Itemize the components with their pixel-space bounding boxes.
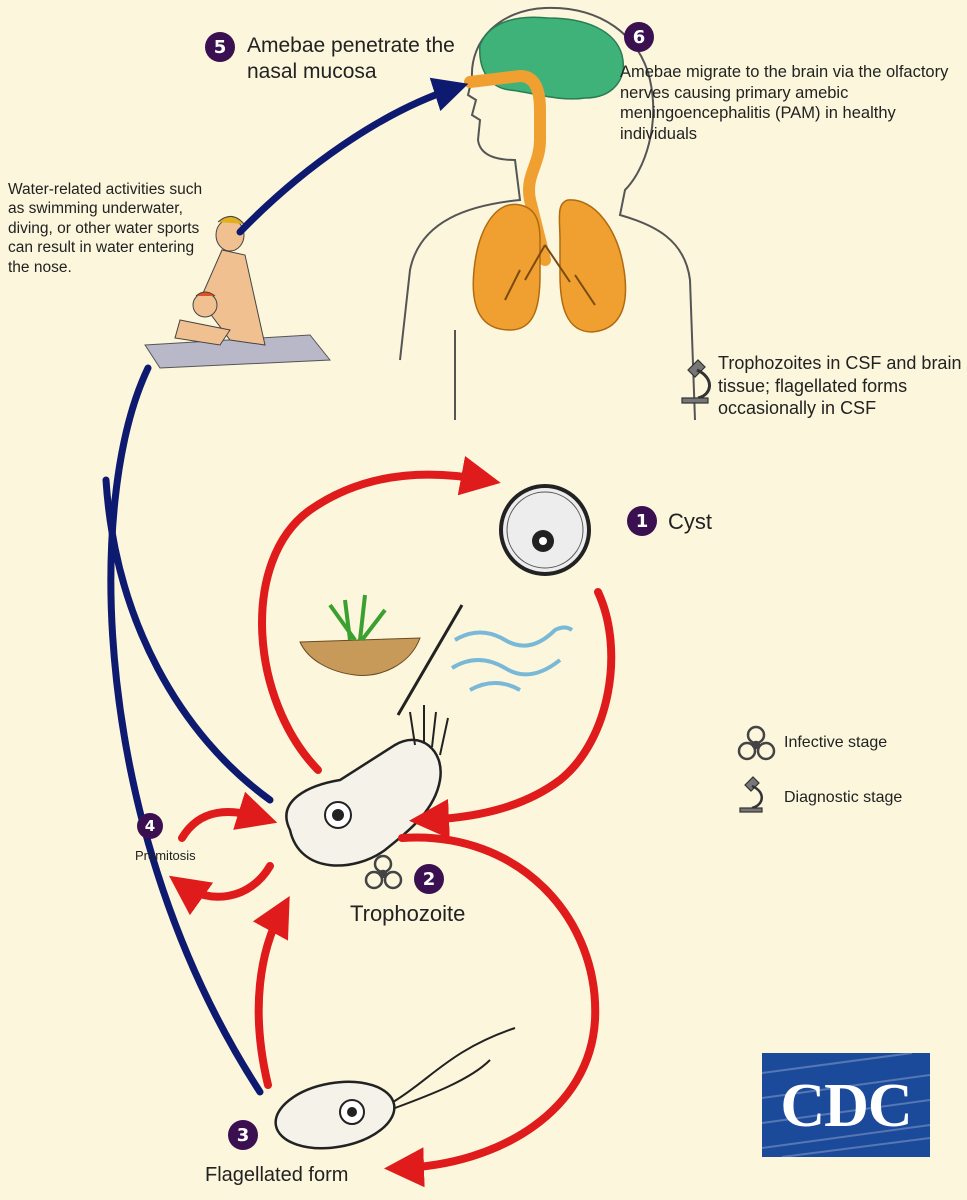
human-route-arrows [102,77,469,1096]
microscope-legend-icon [739,776,763,813]
water-activity-note: Water-related activities such as swimmin… [8,181,203,276]
step-badge-2: 2 [414,864,444,894]
legend-infective-label: Infective stage [784,734,888,751]
brain [479,16,624,100]
swimmer-illustration [144,216,332,369]
human-silhouette [399,6,696,421]
water-illustration [450,625,574,692]
legend-diagnostic-label: Diagnostic stage [784,789,903,806]
step-badge-5: 5 [205,32,235,62]
cdc-logo-text: CDC [780,1072,912,1140]
microscope-icon [681,359,711,404]
step-badge-6: 6 [624,22,654,52]
bronchi [504,244,596,306]
olfactory-nerve [464,69,551,266]
step-label-6: Amebae migrate to the brain via the olfa… [620,63,949,143]
right-lung [558,199,627,333]
step-label-4: Promitosis [135,848,196,863]
cyst-illustration [499,484,591,576]
environmental-cycle-arrows [168,455,616,1188]
step-label-5: Amebae penetrate the nasal mucosa [247,34,455,84]
step-label-3: Flagellated form [205,1164,349,1186]
diagnostic-note: Trophozoites in CSF and brain tissue; fl… [718,353,962,418]
step-badge-4: 4 [137,813,163,839]
cdc-logo: CDC [762,1053,930,1157]
biohazard-icon [737,725,776,761]
biohazard-icon [364,854,403,890]
step-badge-3: 3 [228,1120,258,1150]
step-label-1: Cyst [668,509,712,534]
step-badge-1: 1 [627,506,657,536]
left-lung [472,203,541,331]
flagellated-form-illustration [274,1027,516,1150]
divider-line [396,604,464,716]
soil-illustration [299,594,421,676]
step-label-2: Trophozoite [350,901,466,926]
